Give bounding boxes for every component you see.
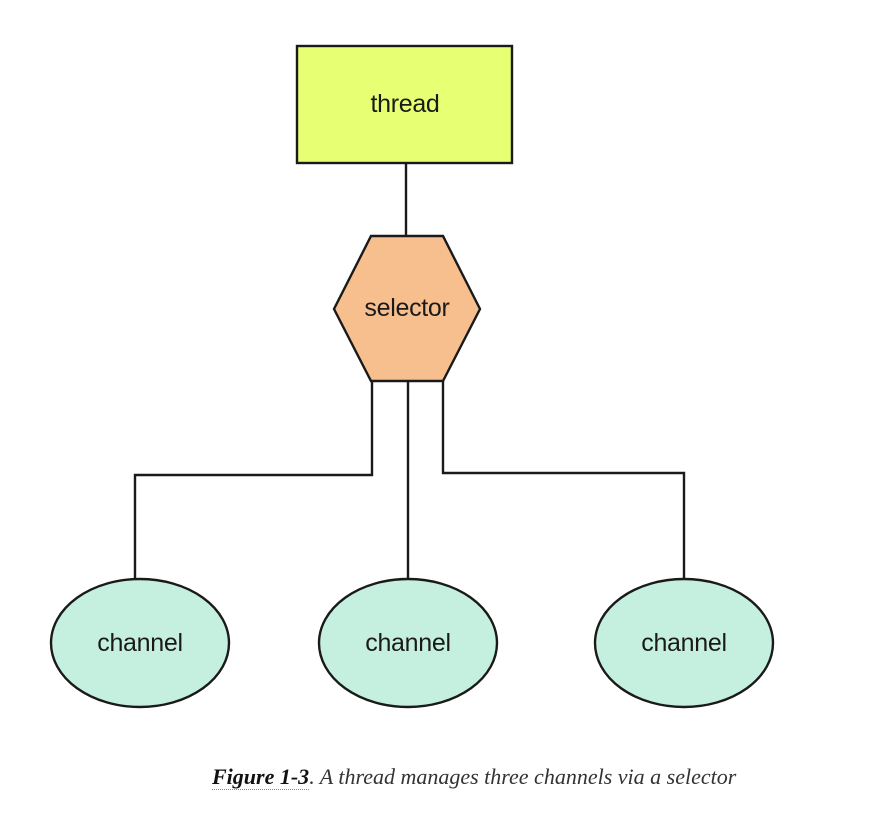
thread-box bbox=[295, 44, 514, 165]
thread-node: thread bbox=[295, 44, 514, 165]
channel-ellipse-1 bbox=[49, 577, 231, 709]
edge-selector-channel-1 bbox=[133, 381, 374, 580]
channel-label-3: channel bbox=[641, 629, 726, 657]
selector-hexagon bbox=[332, 234, 482, 383]
channel-ellipse-3 bbox=[593, 577, 775, 709]
selector-label: selector bbox=[364, 294, 449, 322]
channel-ellipse-2 bbox=[317, 577, 499, 709]
figure-label-separator: . bbox=[309, 764, 315, 789]
thread-label: thread bbox=[370, 90, 439, 118]
figure-caption: Figure 1-3. A thread manages three chann… bbox=[212, 764, 852, 790]
channel-label-2: channel bbox=[365, 629, 450, 657]
figure-label: Figure 1-3 bbox=[212, 764, 310, 790]
edge-selector-channel-3 bbox=[441, 381, 686, 580]
channel-label-1: channel bbox=[97, 629, 182, 657]
channel-node-1: channel bbox=[49, 577, 231, 709]
channel-node-3: channel bbox=[593, 577, 775, 709]
diagram-canvas: thread selector channel channel channel bbox=[49, 44, 775, 709]
channel-node-2: channel bbox=[317, 577, 499, 709]
selector-node: selector bbox=[332, 234, 482, 383]
figure-caption-text: A thread manages three channels via a se… bbox=[314, 764, 737, 789]
